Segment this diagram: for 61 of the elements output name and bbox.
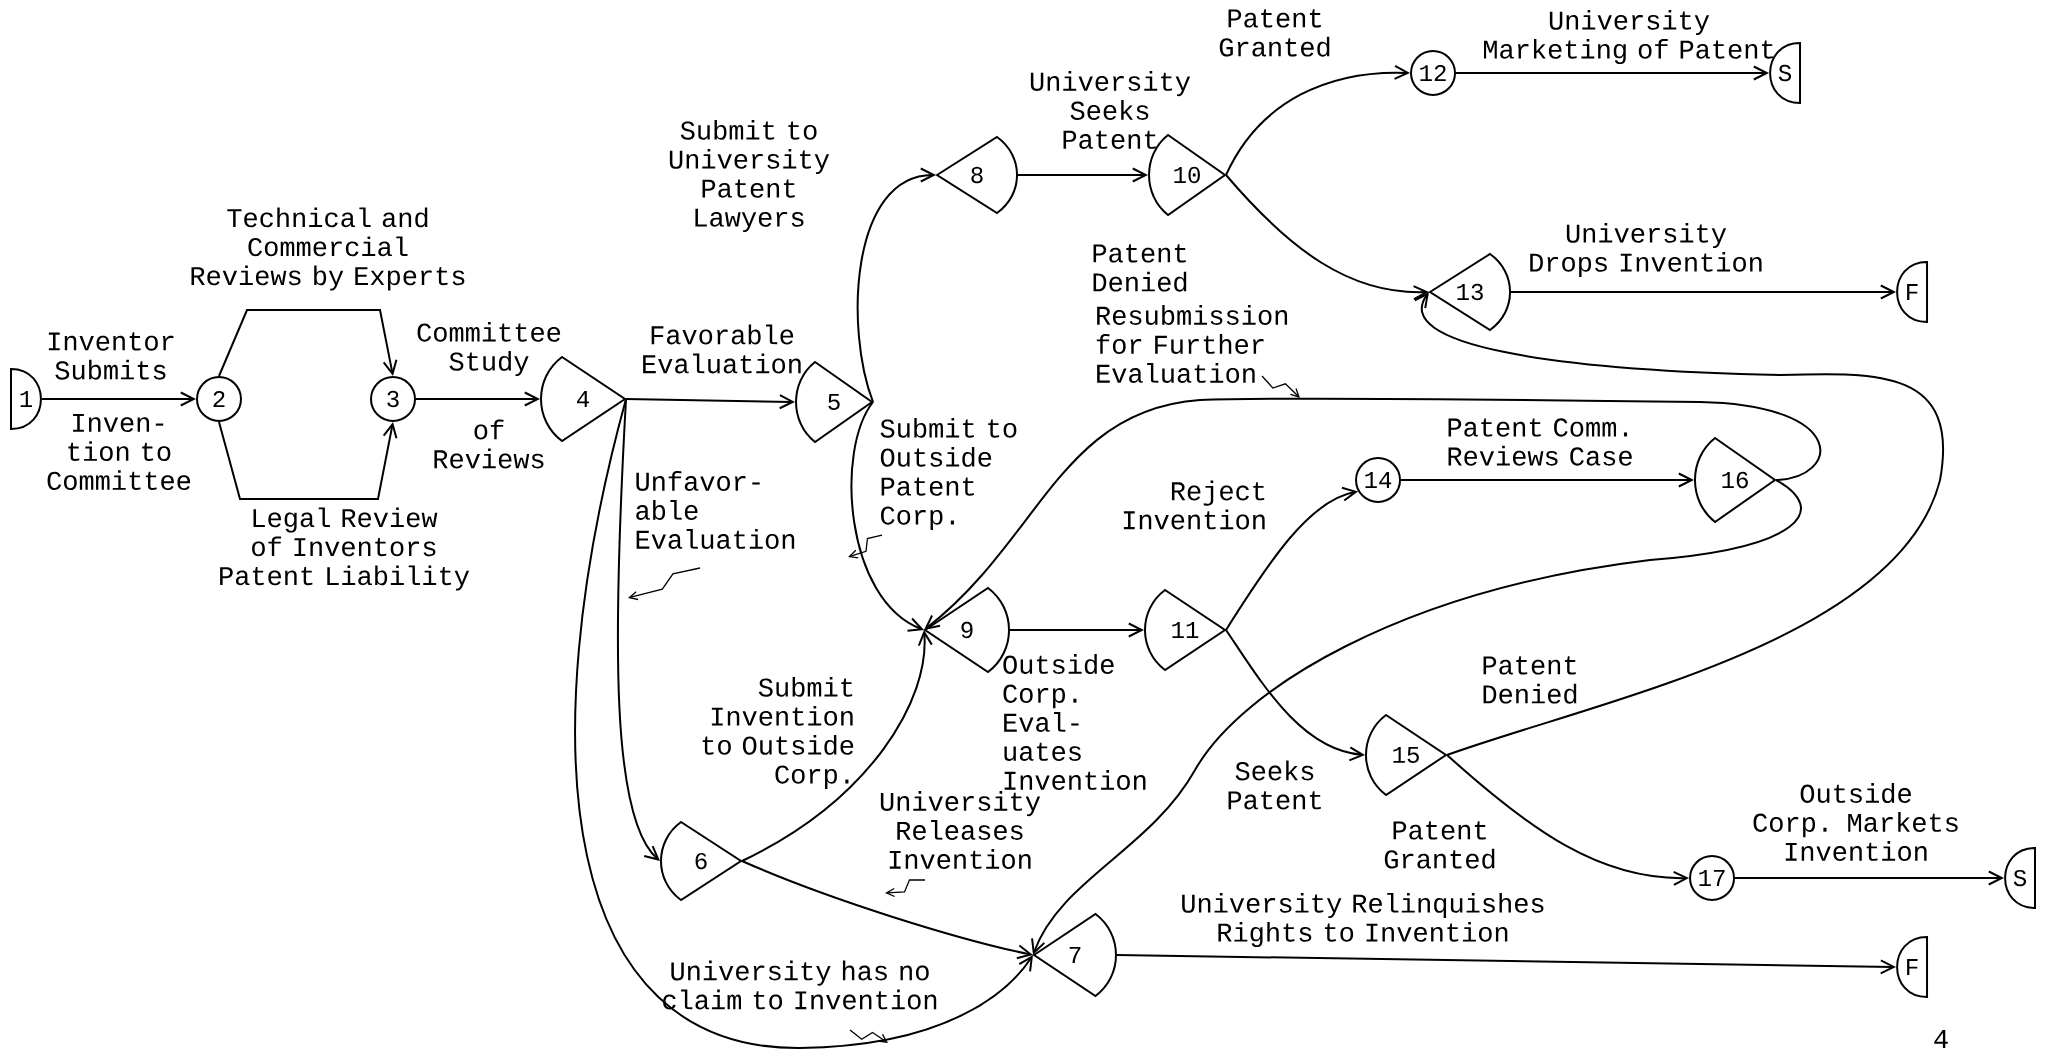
edge-label: Patent Denied bbox=[1483, 656, 1577, 704]
arrow bbox=[625, 394, 795, 410]
edge-label: Reject Invention bbox=[1123, 480, 1265, 530]
arrow bbox=[856, 167, 936, 403]
arrow bbox=[1116, 954, 1897, 975]
triangle-node: 16 bbox=[1694, 437, 1777, 523]
circle-node: 12 bbox=[1410, 50, 1456, 96]
arrow bbox=[1225, 486, 1359, 631]
arrow bbox=[1031, 479, 1802, 955]
edge-label: Outside Corp. Markets Invention bbox=[1753, 783, 1958, 861]
edge-label: University has no claim to Invention bbox=[663, 960, 937, 1010]
triangle-node: 7 bbox=[1033, 913, 1117, 997]
edge-label: Patent Denied bbox=[1093, 244, 1187, 292]
circle-node: 14 bbox=[1355, 457, 1401, 503]
arrow bbox=[1225, 174, 1430, 301]
arrow bbox=[1446, 754, 1690, 886]
edge-label: Patent Granted bbox=[1219, 9, 1330, 57]
edge-label: University Relinquishes Rights to Invention bbox=[1182, 892, 1544, 948]
arrow bbox=[1225, 629, 1365, 762]
page-number: 4 bbox=[1934, 1030, 1948, 1048]
edge-label: University Drops Invention bbox=[1530, 222, 1762, 278]
arrow bbox=[924, 397, 1822, 630]
arrow bbox=[1413, 292, 1944, 756]
triangle-node: 8 bbox=[936, 136, 1019, 214]
edge-label: Seeks Patent bbox=[1228, 760, 1321, 810]
arrow bbox=[1510, 284, 1897, 300]
circle-node: 17 bbox=[1689, 855, 1736, 901]
edge-label: Resubmission for Further Evaluation bbox=[1096, 305, 1288, 383]
edge-label: Inventor Submits bbox=[48, 332, 174, 380]
arrow bbox=[616, 398, 660, 861]
edge-label: University Releases Invention bbox=[880, 791, 1041, 869]
edge-label: Unfavor- able Evaluation bbox=[636, 471, 795, 549]
arrow bbox=[415, 391, 540, 407]
arrow bbox=[850, 401, 924, 632]
edge-label: Patent Granted bbox=[1384, 821, 1495, 869]
arrow bbox=[218, 309, 398, 377]
arrow bbox=[1017, 167, 1148, 183]
triangle-node: 13 bbox=[1429, 253, 1512, 331]
arrow bbox=[1009, 622, 1144, 638]
arrow bbox=[1455, 65, 1770, 81]
triangle-node: 15 bbox=[1365, 714, 1447, 796]
edge-label: Patent Comm. Reviews Case bbox=[1448, 418, 1632, 466]
arrow bbox=[218, 421, 398, 500]
triangle-node: 4 bbox=[540, 356, 626, 442]
label-text: Inven- tion to Committee bbox=[47, 414, 191, 491]
edge-label: Submit to Outside Patent Corp. bbox=[880, 417, 1017, 531]
arrow bbox=[574, 398, 1033, 1049]
edge-label: Technical and Commercial Reviews by Experts bbox=[191, 207, 465, 291]
arrow bbox=[41, 391, 196, 407]
circle-node: 3 bbox=[370, 376, 416, 422]
triangle-node: 6 bbox=[660, 821, 742, 901]
arrow bbox=[741, 630, 933, 862]
circle-node: 2 bbox=[196, 376, 242, 422]
arrow bbox=[1225, 64, 1411, 176]
edge-label: Legal Review of Inventors Patent Liability bbox=[220, 507, 470, 591]
triangle-node: 11 bbox=[1144, 589, 1226, 671]
arrow bbox=[1734, 870, 2005, 886]
edge-label: Submit Invention to Outside Corp. bbox=[702, 676, 854, 790]
edge-label: Submit to University Patent Lawyers bbox=[669, 119, 830, 233]
arrow bbox=[1400, 472, 1695, 488]
arrow bbox=[741, 860, 1034, 960]
